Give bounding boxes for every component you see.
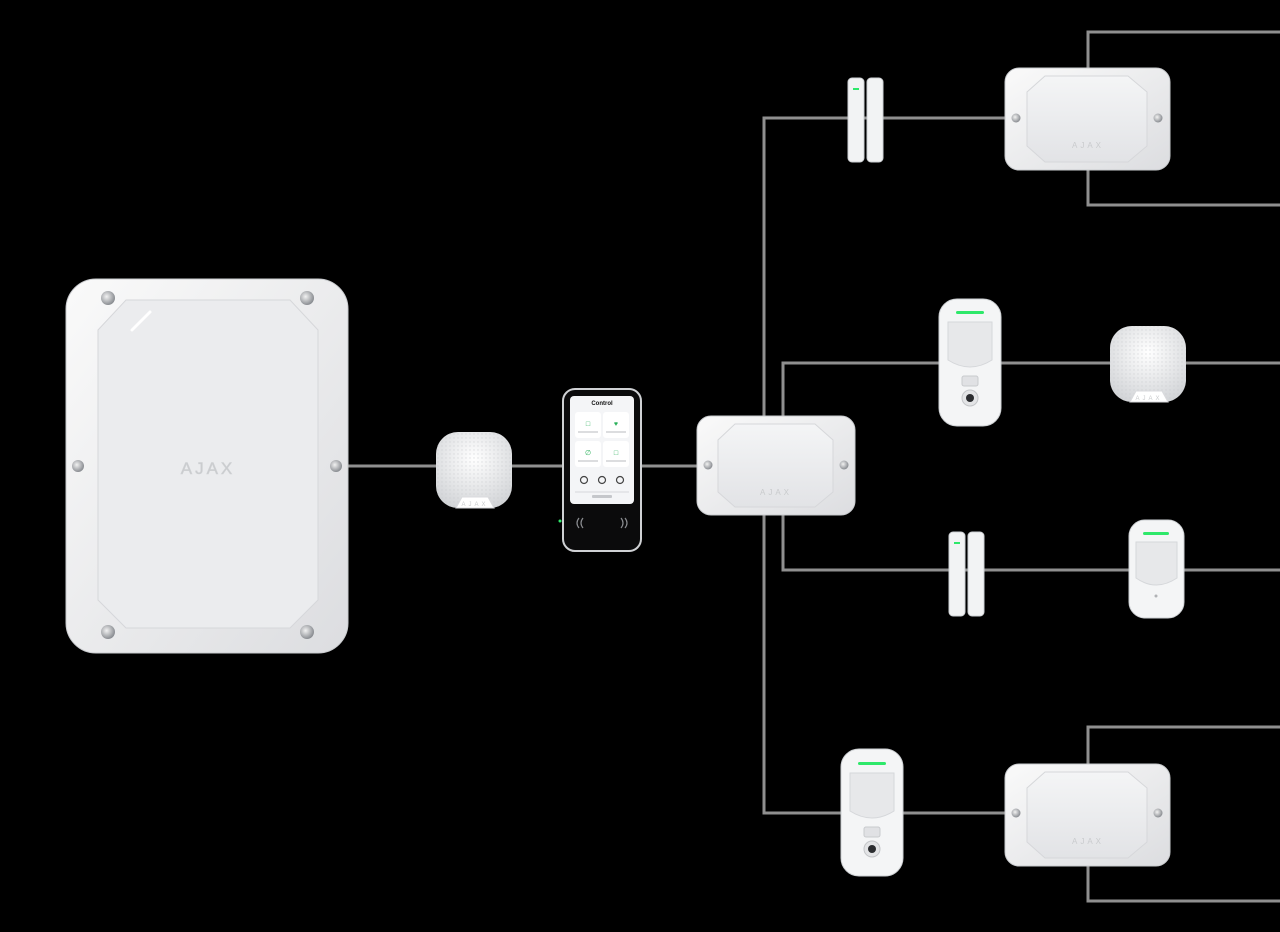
indoor-siren-left: AJAX	[436, 432, 512, 509]
wire-hub-down-trunk	[762, 512, 1010, 815]
wire-bottom-box-lower-out	[1086, 864, 1280, 903]
touchscreen-keypad: Control □ ♥ ∅ □	[558, 388, 642, 552]
top-box-brand-label: AJAX	[1072, 141, 1104, 150]
center-junction-box: AJAX	[696, 415, 856, 516]
bottom-junction-box: AJAX	[1004, 763, 1171, 867]
wire-hub-up-trunk	[762, 116, 1010, 418]
keypad-tile-icon-1: □	[586, 421, 591, 428]
wire-bottom-box-upper-out	[1086, 725, 1280, 766]
wire-layer	[345, 30, 1280, 903]
wire-top-box-upper-out	[1086, 30, 1280, 70]
door-contact-lower	[948, 531, 985, 617]
large-enclosure-case: AJAX	[65, 278, 349, 654]
keypad-tile-grid: □ ♥ ∅ □	[575, 412, 629, 467]
keypad-status-led	[558, 519, 562, 523]
wire-hub-to-motion-camera	[781, 361, 1280, 418]
motion-camera-lower	[840, 748, 904, 877]
wire-top-box-lower-out	[1086, 168, 1280, 207]
keypad-tile-icon-4: □	[614, 450, 619, 457]
keypad-screen-title: Control	[591, 401, 613, 407]
large-case-brand-label: AJAX	[181, 459, 236, 478]
large-case-screws	[72, 291, 342, 639]
keypad-nfc-icons	[576, 517, 628, 529]
indoor-siren-right: AJAX	[1110, 326, 1186, 403]
door-contact-top	[847, 77, 884, 163]
top-junction-box: AJAX	[1004, 67, 1171, 171]
bottom-box-brand-label: AJAX	[1072, 837, 1104, 846]
left-siren-brand-label: AJAX	[461, 502, 488, 508]
motion-camera-upper	[938, 298, 1002, 427]
keypad-tile-icon-3: ∅	[585, 450, 591, 457]
right-siren-brand-label: AJAX	[1135, 396, 1162, 402]
center-box-brand-label: AJAX	[760, 488, 792, 497]
wire-hub-to-lower-branch	[781, 512, 1280, 572]
motion-detector	[1128, 519, 1185, 619]
keypad-tile-icon-2: ♥	[614, 421, 618, 428]
keypad-mode-buttons	[575, 475, 629, 498]
